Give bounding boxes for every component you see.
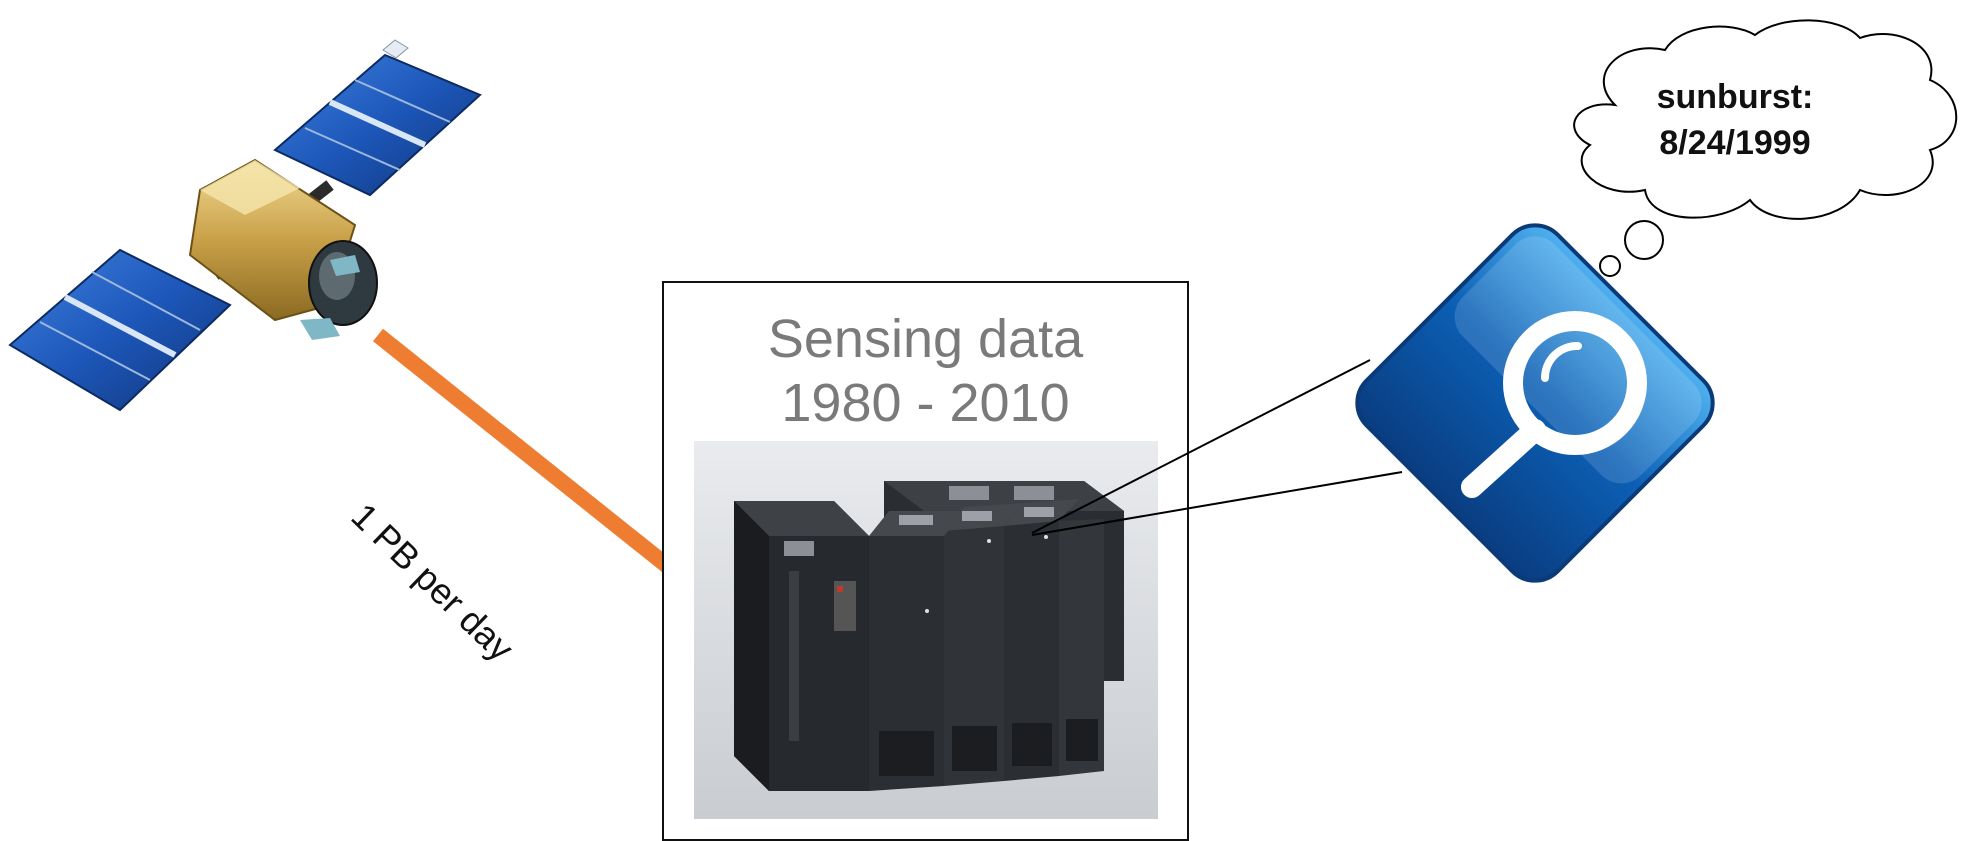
query-text: sunburst: 8/24/1999: [1640, 74, 1830, 166]
query-line2: 8/24/1999: [1659, 124, 1811, 162]
satellite-body: [188, 158, 378, 340]
solar-panel-lower: [8, 248, 232, 412]
solar-panel-upper: [273, 39, 482, 197]
storage-title: Sensing data 1980 - 2010: [664, 307, 1187, 435]
query-line1: sunburst:: [1656, 78, 1814, 116]
storage-box: Sensing data 1980 - 2010: [662, 281, 1189, 841]
server-cabinets-image: [694, 441, 1158, 819]
storage-title-line2: 1980 - 2010: [781, 373, 1070, 433]
storage-title-line1: Sensing data: [767, 309, 1084, 369]
satellite-icon: [8, 39, 482, 412]
